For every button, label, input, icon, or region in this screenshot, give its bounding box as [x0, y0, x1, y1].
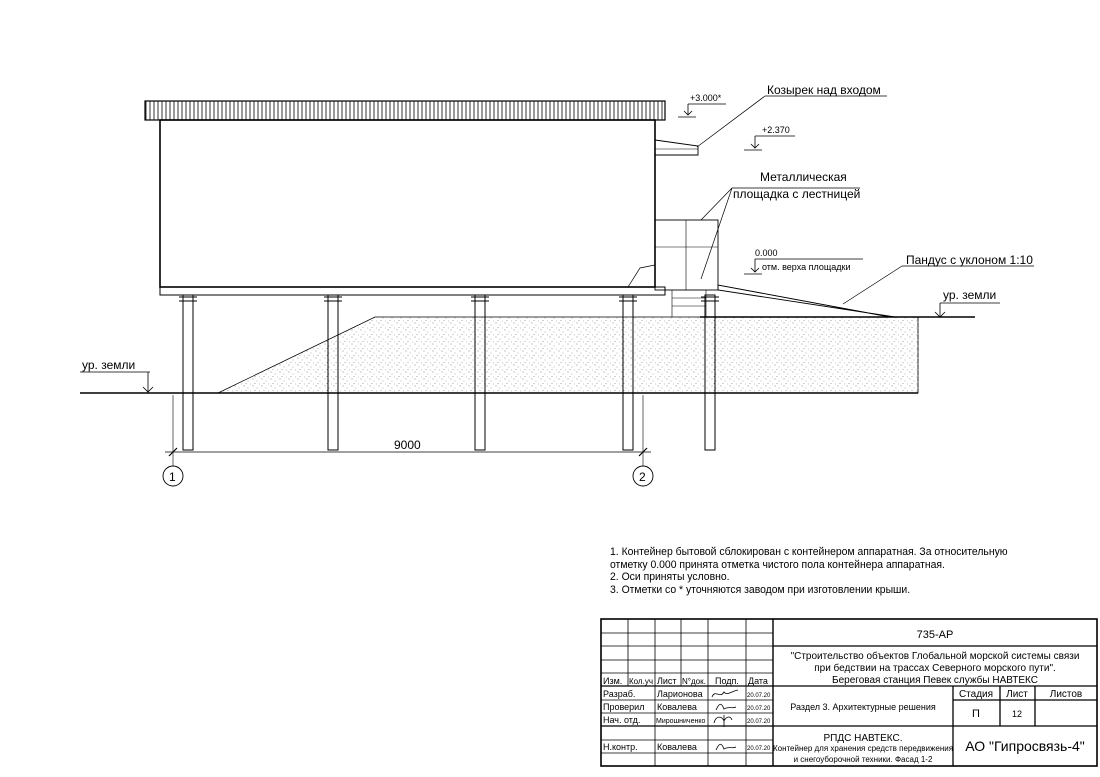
role-1: Разраб.: [603, 689, 635, 699]
title-block: [600, 618, 1098, 767]
stage-header: Стадия: [959, 689, 993, 700]
axis-1-marker: [162, 465, 184, 487]
general-notes: 1. Контейнер бытовой сблокирован с конте…: [610, 546, 1008, 596]
role-2: Проверил: [603, 702, 644, 712]
doc-line-1: РПДС НАВТЕКС.: [823, 733, 902, 744]
date-2: 20.07.20: [747, 706, 771, 712]
company-name: АО "Гипросвязь-4": [965, 738, 1085, 754]
platform-elevation: 0.000: [755, 248, 778, 258]
name-2: Ковалева: [657, 702, 697, 712]
platform-label-line2: площадка с лестницей: [733, 187, 860, 201]
platform-label-line1: Металлическая: [760, 170, 847, 184]
name-4: Ковалева: [657, 742, 697, 752]
header-izm: Изм.: [603, 676, 622, 686]
canopy: [654, 139, 699, 156]
piles: [179, 294, 719, 451]
role-4: Н.контр.: [603, 742, 638, 752]
sheet-value: 12: [1012, 709, 1022, 719]
metal-platform: [654, 219, 719, 291]
signatures: [711, 689, 739, 751]
name-3: Мирошниченко: [656, 718, 705, 725]
axis-2-label: 2: [639, 470, 646, 484]
gravel-fill: [217, 316, 919, 394]
axis-2-marker: [632, 465, 654, 487]
header-sign: Подп.: [715, 676, 739, 686]
project-line-3: Береговая станция Певек службы НАВТЕКС: [832, 674, 1038, 686]
role-3: Нач. отд.: [603, 715, 640, 725]
ground-label-right: ур. земли: [943, 288, 996, 302]
doc-line-3: и снегоуборочной техники. Фасад 1-2: [794, 755, 933, 764]
header-doc: N°док.: [682, 677, 706, 686]
canopy-label: Козырек над входом: [767, 83, 881, 97]
project-line-1: "Строительство объектов Глобальной морск…: [791, 650, 1080, 662]
dimension-value: 9000: [394, 438, 421, 452]
date-4: 20.07.20: [747, 746, 771, 752]
date-3: 20.07.20: [747, 719, 771, 725]
note-1-cont: отметку 0.000 принята отметка чистого по…: [610, 558, 945, 571]
stage-value: П: [972, 708, 980, 720]
header-kol: Кол.уч: [629, 677, 653, 686]
date-1: 20.07.20: [747, 693, 771, 699]
header-date: Дата: [748, 676, 768, 686]
project-line-2: при бедствии на трассах Северного морско…: [814, 662, 1056, 674]
ramp-label: Пандус с уклоном 1:10: [906, 253, 1033, 267]
canopy-elevation: +2.370: [762, 125, 790, 135]
note-2: 2. Оси приняты условно.: [610, 571, 730, 583]
container-body: [159, 119, 656, 288]
header-list: Лист: [657, 676, 677, 686]
platform-elevation-note: отм. верха площадки: [762, 262, 850, 272]
sheets-header: Листов: [1050, 689, 1083, 700]
section-title: Раздел 3. Архитектурные решения: [790, 702, 936, 712]
note-3: 3. Отметки со * уточняются заводом при и…: [610, 583, 911, 596]
doc-line-2: Контейнер для хранения средств передвиже…: [773, 744, 953, 753]
sheet-header: Лист: [1006, 689, 1028, 700]
ground-label-left: ур. земли: [82, 358, 135, 372]
document-code: 735-АР: [917, 629, 954, 641]
roof-elevation: +3.000*: [690, 93, 722, 103]
name-1: Ларионова: [657, 689, 703, 699]
roof: [144, 100, 666, 121]
base-frame: [159, 286, 666, 296]
axis-1-label: 1: [169, 470, 176, 484]
note-1: 1. Контейнер бытовой сблокирован с конте…: [610, 546, 1008, 558]
